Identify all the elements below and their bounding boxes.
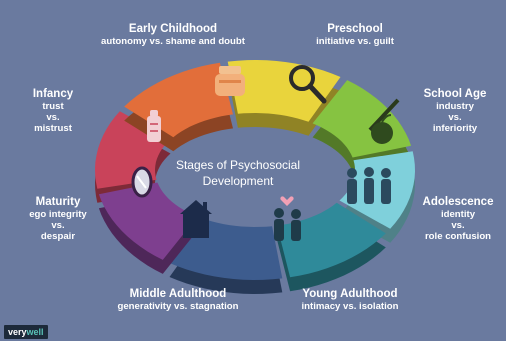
stage-conflict: generativity vs. stagnation bbox=[117, 301, 239, 313]
house-icon bbox=[180, 200, 212, 238]
stage-segment bbox=[339, 151, 415, 229]
group-icon bbox=[347, 167, 391, 204]
stage-name: Adolescence bbox=[422, 196, 494, 208]
stage-middle-adulthood: Middle Adulthood generativity vs. stagna… bbox=[88, 288, 268, 312]
stage-name: Maturity bbox=[35, 196, 81, 208]
diagram-title: Stages of Psychosocial Development bbox=[175, 158, 301, 188]
stage-name: Infancy bbox=[32, 88, 74, 100]
magnifier-icon bbox=[289, 65, 327, 104]
stage-young-adulthood: Young Adulthood intimacy vs. isolation bbox=[285, 288, 415, 312]
stage-early-childhood: Early Childhood autonomy vs. shame and d… bbox=[73, 23, 273, 47]
bottle-icon bbox=[147, 110, 161, 142]
stage-conflict: autonomy vs. shame and doubt bbox=[101, 36, 245, 48]
stage-segment bbox=[277, 202, 386, 278]
mirror-icon bbox=[131, 166, 153, 198]
stage-name: Early Childhood bbox=[128, 23, 218, 35]
stage-name: Middle Adulthood bbox=[129, 288, 227, 300]
apple-pencil-icon bbox=[368, 98, 400, 144]
potty-icon bbox=[215, 66, 245, 96]
stage-segment bbox=[98, 182, 198, 260]
brand-logo: verywell bbox=[4, 325, 48, 339]
couple-icon bbox=[274, 196, 301, 241]
stage-conflict: initiative vs. guilt bbox=[316, 36, 394, 48]
stage-name: Young Adulthood bbox=[302, 288, 398, 300]
stage-preschool: Preschool initiative vs. guilt bbox=[295, 23, 415, 47]
stage-conflict: intimacy vs. isolation bbox=[301, 301, 399, 313]
stage-name: Preschool bbox=[327, 23, 383, 35]
stage-name: School Age bbox=[423, 88, 487, 100]
